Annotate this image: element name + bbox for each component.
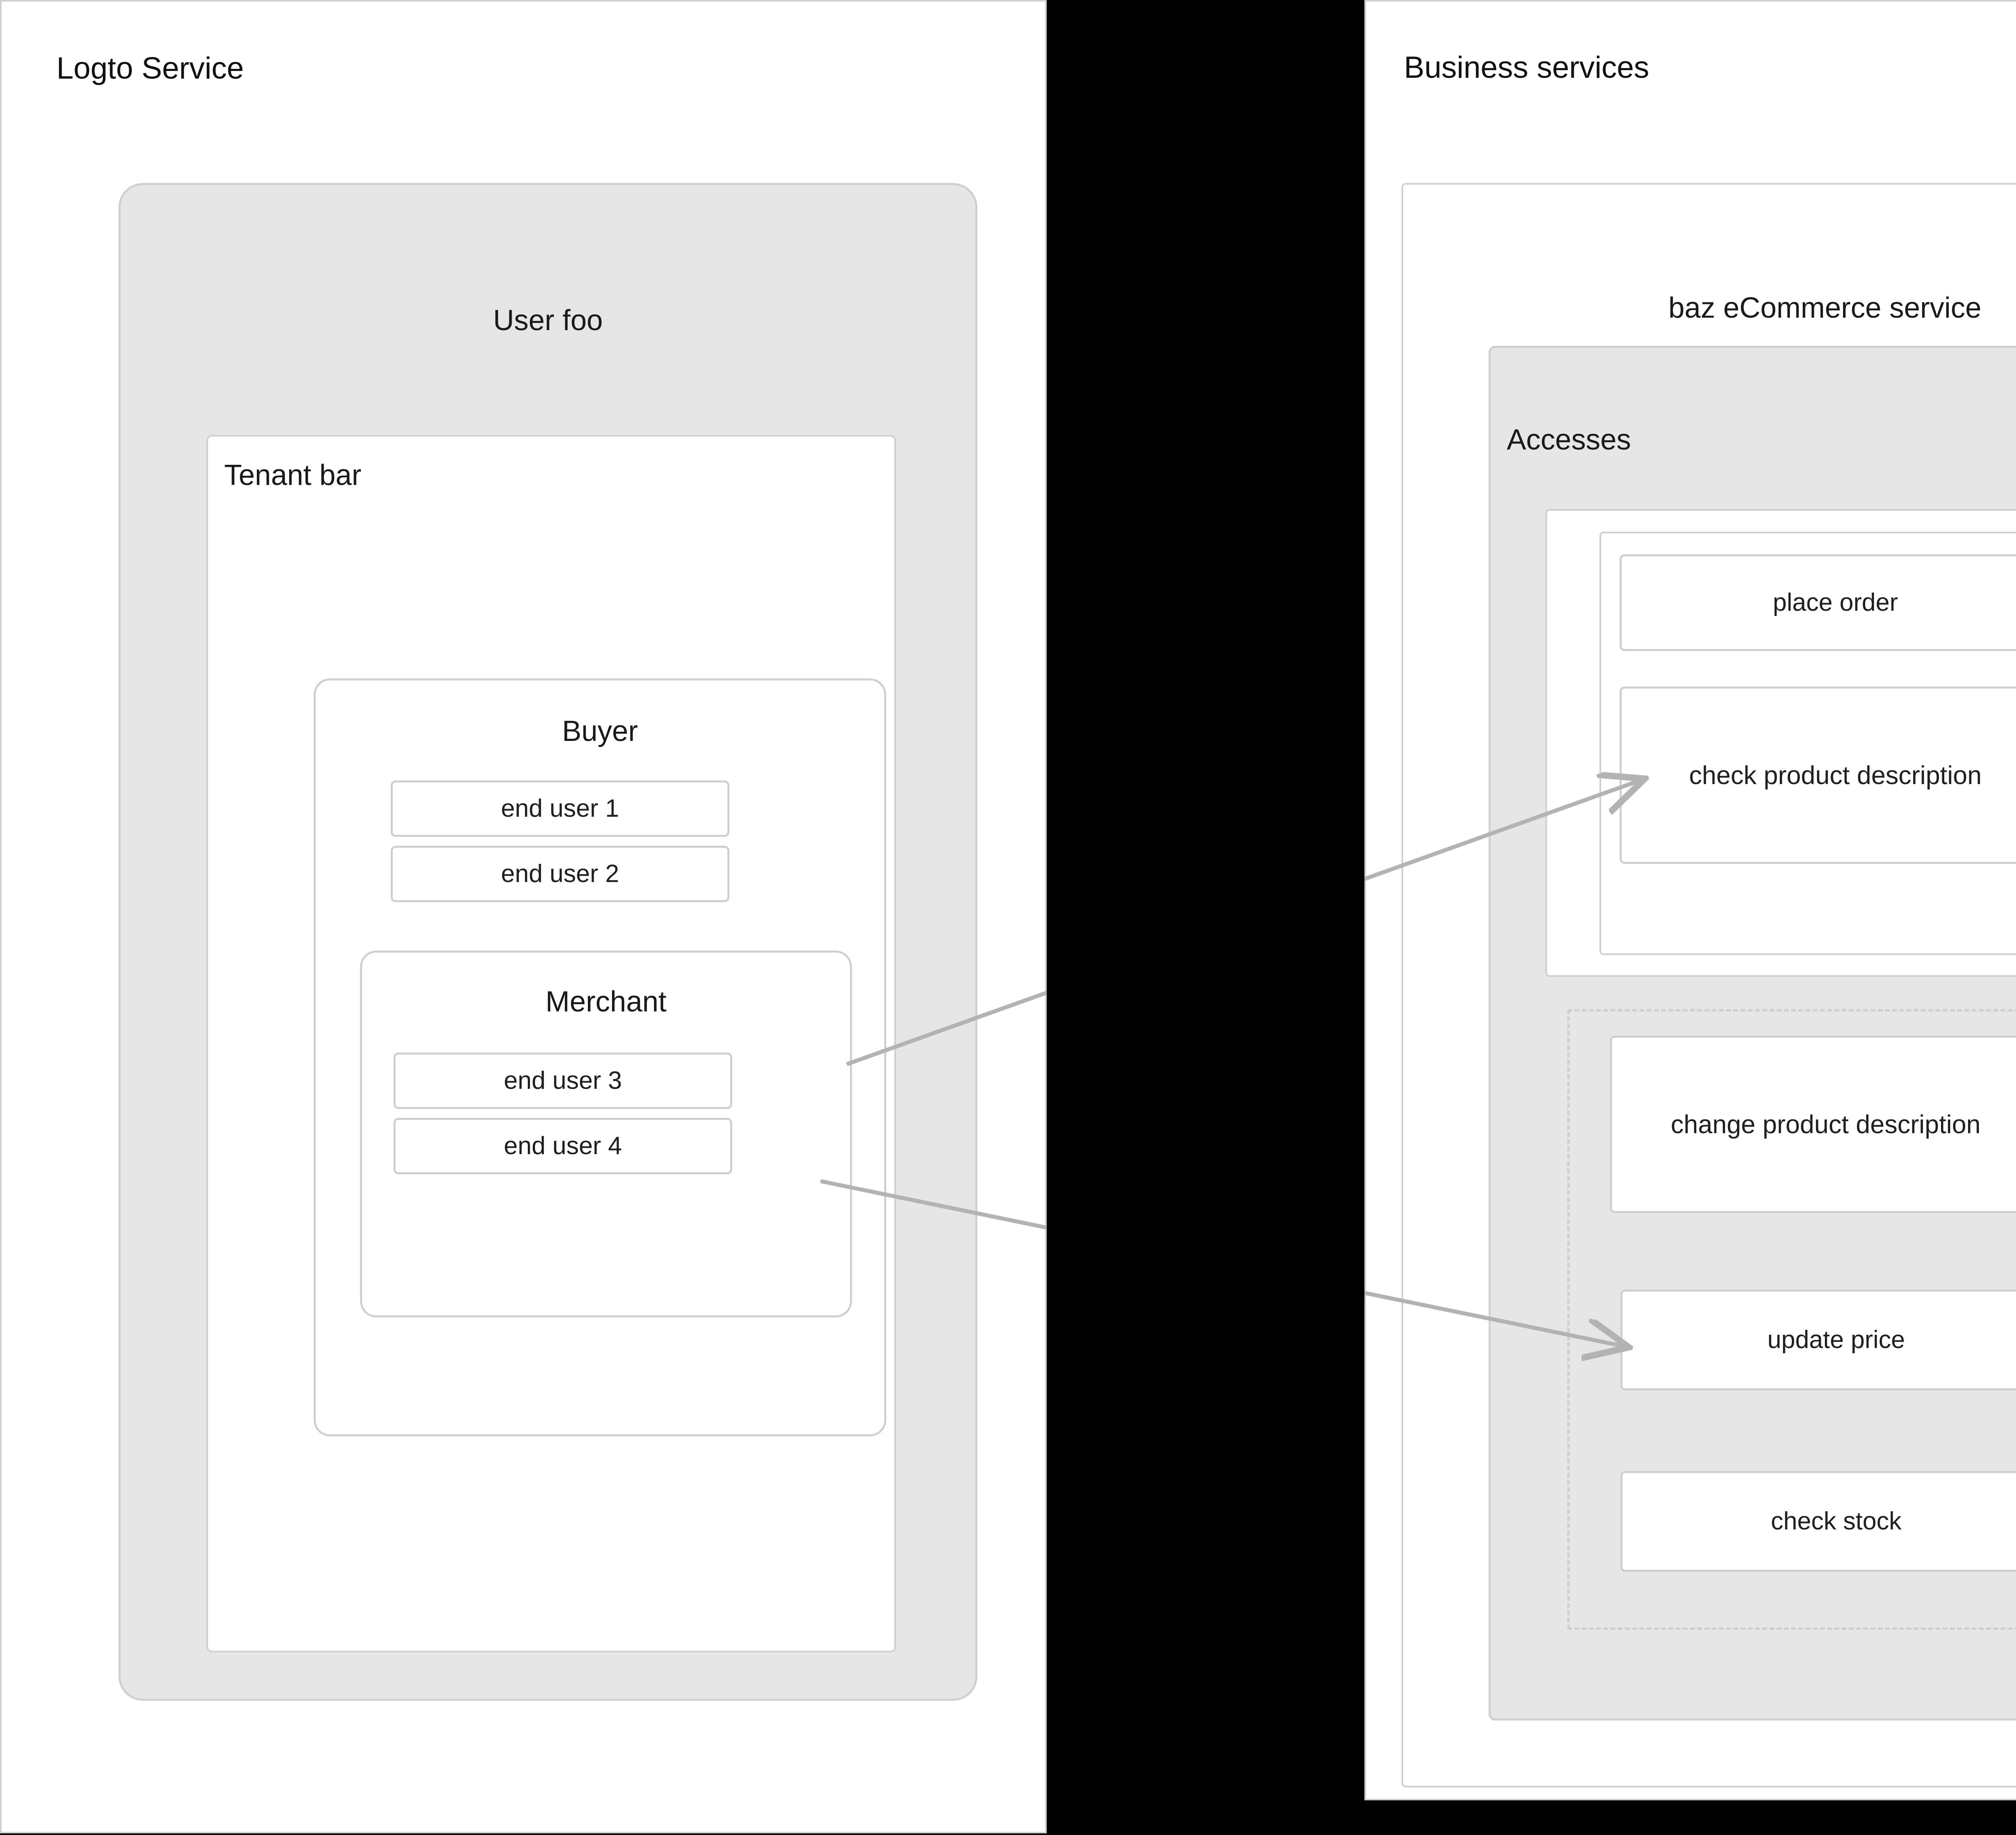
service-baz-ecommerce: baz eCommerce service Accesses place ord… — [1402, 183, 2016, 1787]
occlusion-band-center — [1047, 0, 1364, 1835]
scope-check-product-description[interactable]: check product description — [1620, 687, 2016, 864]
scope-group-dashed: change product description update price … — [1567, 1009, 2016, 1630]
organization-merchant: Merchant end user 3 end user 4 — [360, 951, 852, 1317]
right-panel-business-services: Business services baz eCommerce service … — [1364, 0, 2016, 1800]
occlusion-band-bottom-right — [1364, 1800, 2016, 1835]
left-panel-title: Logto Service — [56, 51, 244, 85]
right-panel-title: Business services — [1404, 50, 1649, 85]
user-foo-title: User foo — [493, 304, 603, 337]
scope-group-solid: place order check product description — [1545, 509, 2016, 977]
scope-update-price[interactable]: update price — [1620, 1290, 2016, 1390]
scope-check-stock[interactable]: check stock — [1620, 1471, 2016, 1572]
scope-change-product-description[interactable]: change product description — [1610, 1036, 2016, 1213]
organization-merchant-title: Merchant — [545, 986, 667, 1018]
member-end-user-2[interactable]: end user 2 — [391, 846, 729, 902]
accesses-box: Accesses place order check product descr… — [1489, 346, 2016, 1721]
accesses-title: Accesses — [1507, 424, 1631, 456]
service-baz-ecommerce-title: baz eCommerce service — [1668, 292, 1982, 324]
tenant-bar-box: Tenant bar Buyer end user 1 end user 2 M… — [206, 435, 896, 1652]
member-end-user-1[interactable]: end user 1 — [391, 780, 729, 837]
occlusion-band-bottom-left — [0, 1833, 1047, 1835]
scope-group-solid-inner: place order check product description — [1599, 532, 2016, 955]
user-foo-card: User foo Tenant bar Buyer end user 1 end… — [119, 183, 977, 1701]
member-end-user-4[interactable]: end user 4 — [394, 1118, 732, 1174]
left-panel-logto-service: Logto Service User foo Tenant bar Buyer … — [0, 0, 1047, 1833]
scope-place-order[interactable]: place order — [1620, 554, 2016, 651]
member-end-user-3[interactable]: end user 3 — [394, 1053, 732, 1109]
tenant-bar-title: Tenant bar — [224, 459, 362, 491]
organization-buyer-title: Buyer — [562, 715, 638, 747]
organization-buyer: Buyer end user 1 end user 2 Merchant end… — [314, 678, 886, 1436]
